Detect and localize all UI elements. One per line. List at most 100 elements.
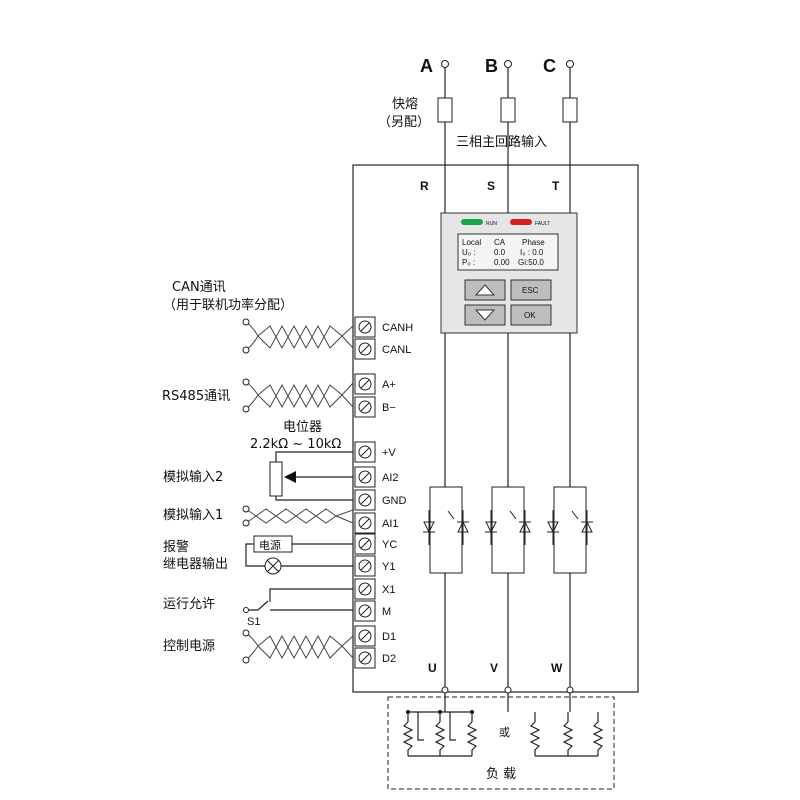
lcd-r2-c3: I₀ : 0.0 (520, 248, 544, 257)
lcd-r1-c1: Local (462, 238, 481, 247)
rs485-label: RS485通讯 (162, 389, 230, 404)
terminal-4: +V (354, 441, 396, 463)
power-module-u (423, 486, 469, 574)
run-led-label: RUN (486, 221, 497, 227)
output-label-u: U (428, 661, 437, 675)
terminal-label: CANH (382, 322, 413, 334)
esc-button-label: ESC (522, 286, 539, 295)
up-button[interactable] (464, 279, 506, 301)
lcd-r3-c3: Gi:50.0 (518, 258, 544, 267)
input-label-t: T (552, 179, 560, 193)
alarm-label-2: 继电器输出 (163, 556, 228, 572)
input-label-s: S (487, 179, 495, 193)
terminal-label: AI2 (382, 472, 399, 484)
run-permit-label: 运行允许 (163, 596, 215, 612)
terminal-11: M (354, 600, 391, 622)
lcd-r1-c3: Phase (522, 238, 545, 247)
esc-button[interactable]: ESC (510, 279, 552, 301)
power-source-label: 电源 (259, 538, 281, 552)
terminal-7: AI1 (354, 512, 399, 534)
terminal-label: X1 (382, 584, 395, 596)
terminal-label: D2 (382, 653, 396, 665)
output-label-w: W (551, 661, 563, 675)
terminal-10: X1 (354, 578, 395, 600)
output-u-terminal-icon (441, 686, 449, 694)
power-module-v (485, 486, 531, 574)
terminal-label: AI1 (382, 518, 399, 530)
load-or-label: 或 (499, 726, 510, 739)
output-w-terminal-icon (566, 686, 574, 694)
pot-title: 电位器 (283, 420, 322, 435)
terminal-label: +V (382, 447, 396, 459)
terminal-label: YC (382, 539, 397, 551)
terminal-5: AI2 (354, 466, 399, 488)
lcd-r3-c2: 0.00 (494, 258, 510, 267)
input-label-r: R (420, 179, 429, 193)
terminal-label: A+ (382, 379, 396, 391)
phase-c-terminal-icon (566, 60, 574, 68)
terminal-12: D1 (354, 625, 396, 647)
down-button[interactable] (464, 304, 506, 326)
terminal-13: D2 (354, 647, 396, 669)
phase-inputs: A B C 快熔 （另配） 三相主回路输入 (378, 56, 578, 690)
output-v-terminal-icon (504, 686, 512, 694)
lcd-r1-c2: CA (494, 238, 506, 247)
can-title: CAN通讯 (172, 280, 226, 295)
terminal-label: GND (382, 495, 407, 507)
terminal-label: D1 (382, 631, 396, 643)
down-arrow-icon (474, 309, 496, 321)
lcd-screen (457, 233, 559, 271)
fault-led-label: FAULT (535, 221, 550, 227)
phase-label-a: A (420, 56, 433, 76)
analog-input-1-label: 模拟输入1 (163, 507, 223, 523)
fuse-b-icon (500, 97, 516, 123)
terminal-label: CANL (382, 344, 411, 356)
lcd-r2-c2: 0.0 (494, 248, 506, 257)
terminal-2: A+ (354, 373, 396, 395)
load-section: 或 负 载 (387, 693, 615, 790)
up-arrow-icon (474, 284, 496, 296)
terminal-label: Y1 (382, 561, 395, 573)
external-wiring: CAN通讯 （用于联机功率分配） RS485通讯 电位器 2.2kΩ ~ 10k… (162, 280, 354, 664)
terminal-1: CANL (354, 338, 411, 360)
fuse-a-icon (437, 97, 453, 123)
terminal-3: B− (354, 396, 396, 418)
phase-a-terminal-icon (441, 60, 449, 68)
terminal-6: GND (354, 489, 407, 511)
lcd-r3-c1: P₀ : (462, 258, 475, 267)
potentiometer-icon (269, 461, 283, 497)
analog-input-2-label: 模拟输入2 (163, 469, 223, 485)
run-led-icon (461, 219, 483, 225)
power-modules (423, 486, 593, 574)
terminal-label: B− (382, 402, 396, 414)
can-subtitle: （用于联机功率分配） (163, 297, 293, 313)
phase-b-terminal-icon (504, 60, 512, 68)
phase-label-c: C (543, 56, 556, 76)
alarm-label-1: 报警 (163, 539, 189, 555)
keypad-panel: RUN FAULT Local CA Phase U₀ : 0.0 I₀ : 0… (440, 212, 578, 334)
power-module-w (547, 486, 593, 574)
output-label-v: V (490, 661, 498, 675)
switch-label: S1 (247, 616, 260, 628)
lcd-r2-c1: U₀ : (462, 248, 476, 257)
terminal-label: M (382, 606, 391, 618)
fault-led-icon (510, 219, 532, 225)
fuse-label: 快熔 (392, 97, 418, 112)
terminal-9: Y1 (354, 555, 395, 577)
drive-enclosure (352, 164, 639, 693)
pot-range: 2.2kΩ ~ 10kΩ (250, 437, 341, 452)
load-title: 负 载 (486, 767, 516, 782)
main-input-label: 三相主回路输入 (456, 134, 547, 150)
ok-button[interactable]: OK (510, 304, 552, 326)
control-power-label: 控制电源 (163, 639, 215, 654)
terminal-8: YC (354, 533, 397, 555)
phase-label-b: B (485, 56, 498, 76)
ok-button-label: OK (524, 311, 536, 320)
fuse-note: （另配） (378, 115, 430, 130)
load-box (387, 696, 615, 790)
terminal-0: CANH (354, 316, 413, 338)
fuse-c-icon (562, 97, 578, 123)
